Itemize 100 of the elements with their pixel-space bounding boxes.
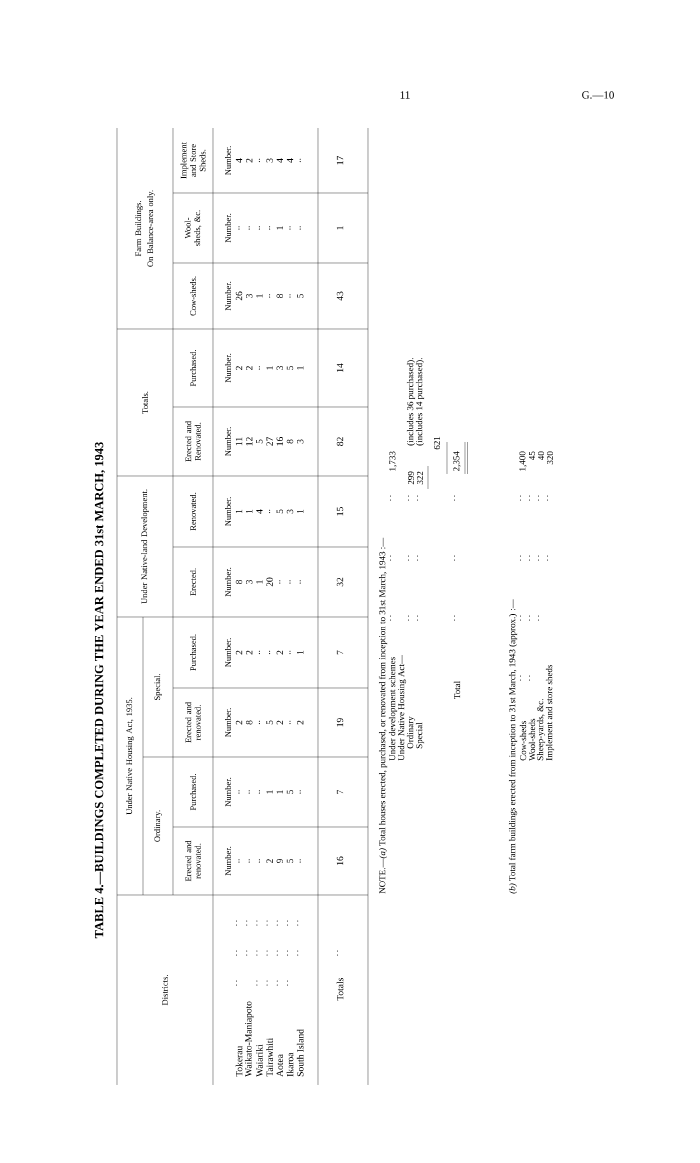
count-value: 5	[286, 366, 294, 370]
total-value: 15	[336, 507, 344, 516]
count-value: 3	[286, 509, 294, 514]
column-header: Implement and Store Sheds.	[180, 142, 206, 179]
district-name: Aotea	[276, 1054, 283, 1077]
note-text: 320	[546, 451, 554, 465]
note-text: (includes 36 purchased).	[406, 358, 416, 446]
unit-label: Number.	[225, 708, 231, 737]
note-text: Wool-sheds	[528, 718, 536, 761]
total-value: 1	[336, 226, 344, 230]
count-value: 11	[235, 437, 243, 446]
total-value: 17	[336, 156, 344, 165]
count-value: 8	[246, 720, 253, 725]
unit-label: Number.	[225, 777, 231, 807]
column-header: Ordinary.	[154, 810, 162, 842]
count-value: 3	[276, 366, 283, 370]
note-text: NOTE.—(a) Total houses erected, purchased, or renovated from inception to 31st March, 1943 :—	[378, 537, 388, 894]
column-header: Wool-sheds, &c.	[184, 210, 202, 246]
count-value: 1	[297, 366, 304, 370]
count-value: 2	[246, 366, 253, 370]
count-value: 16	[276, 437, 283, 446]
count-value: 2	[246, 158, 253, 163]
count-value: ..	[238, 859, 240, 863]
column-header: Purchased.	[190, 634, 196, 671]
count-value: 3	[246, 294, 253, 298]
note-text: Sheep-yards, &c.	[536, 699, 546, 761]
count-value: 1	[276, 790, 283, 794]
column-header: Districts.	[162, 975, 168, 1006]
note-text: (includes 14 purchased).	[415, 358, 425, 446]
unit-label: Number.	[225, 846, 231, 876]
note-text: Under Native Housing Act—	[397, 655, 407, 761]
note-text: Total	[453, 681, 461, 699]
totals-label: Totals	[336, 978, 344, 1001]
total-value: 7	[336, 789, 344, 794]
count-value: 27	[266, 437, 273, 446]
count-value: 2	[266, 859, 273, 863]
count-value: 4	[286, 158, 294, 163]
count-value: ..	[269, 509, 271, 514]
column-header: Purchased.	[190, 774, 196, 811]
count-value: 8	[235, 580, 243, 584]
note-text: 2,354	[453, 451, 461, 472]
district-name: Waikato-Maniapoto	[244, 1001, 254, 1077]
district-name: Tairawhiti	[266, 1038, 273, 1077]
count-value: 1	[297, 509, 304, 514]
document-code: G.—10	[582, 91, 614, 99]
note-text: Under development schemes	[388, 657, 398, 761]
table-title: TABLE 4.—BUILDINGS COMPLETED DURING THE YEAR ENDED 31st MARCH, 1943	[94, 442, 106, 939]
district-name: Ikaroa	[286, 1052, 294, 1077]
total-value: 82	[336, 437, 344, 446]
note-text: 1,400	[519, 451, 527, 471]
count-value: 2	[235, 720, 243, 725]
count-value: 2	[297, 720, 304, 725]
count-value: 2	[235, 366, 243, 370]
total-value: 32	[336, 577, 344, 587]
count-value: 9	[276, 859, 283, 864]
unit-label: Number.	[225, 353, 231, 383]
count-value: ..	[258, 158, 260, 163]
unit-label: Number.	[225, 281, 231, 311]
column-header: Special.	[154, 674, 162, 700]
count-value: ..	[258, 790, 260, 794]
count-value: 8	[276, 294, 283, 298]
count-value: 8	[286, 439, 294, 444]
count-value: ..	[258, 366, 260, 370]
total-value: 14	[336, 363, 344, 372]
count-value: 3	[297, 439, 304, 444]
column-header: Totals.	[142, 391, 148, 414]
count-value: 1	[266, 790, 273, 794]
count-value: ..	[248, 226, 250, 230]
unit-label: Number.	[225, 638, 231, 667]
district-name: South Island	[296, 1029, 304, 1077]
count-value: 26	[235, 291, 243, 301]
count-value: ..	[299, 859, 301, 863]
column-header: Purchased.	[190, 350, 196, 387]
count-value: ..	[289, 720, 291, 725]
count-value: 2	[276, 720, 283, 725]
count-value: ..	[289, 294, 291, 298]
count-value: ..	[289, 580, 291, 584]
column-header: Under Native-land Development.	[141, 489, 149, 604]
column-header: Cow-sheds.	[190, 276, 196, 316]
unit-label: Number.	[225, 146, 231, 175]
count-value: ..	[269, 226, 271, 230]
count-value: ..	[258, 859, 260, 863]
count-value: 3	[246, 580, 253, 584]
count-value: 12	[246, 437, 253, 446]
note-text: 1,733	[389, 451, 397, 471]
count-value: 1	[235, 509, 243, 514]
count-value: 2	[246, 650, 253, 655]
column-header: Erected and Renovated.	[185, 421, 201, 462]
note-text: Cow-sheds	[519, 721, 527, 761]
count-value: ..	[238, 790, 240, 794]
count-value: ..	[299, 580, 301, 584]
count-value: ..	[269, 294, 271, 298]
count-value: 5	[256, 439, 263, 444]
column-header: Erected and renovated.	[185, 840, 201, 882]
note-text: 45	[529, 451, 535, 460]
count-value: 1	[246, 509, 253, 514]
count-value: 3	[266, 158, 273, 163]
count-value: 4	[235, 158, 243, 163]
note-text: 322	[416, 471, 424, 485]
count-value: ..	[289, 650, 291, 655]
